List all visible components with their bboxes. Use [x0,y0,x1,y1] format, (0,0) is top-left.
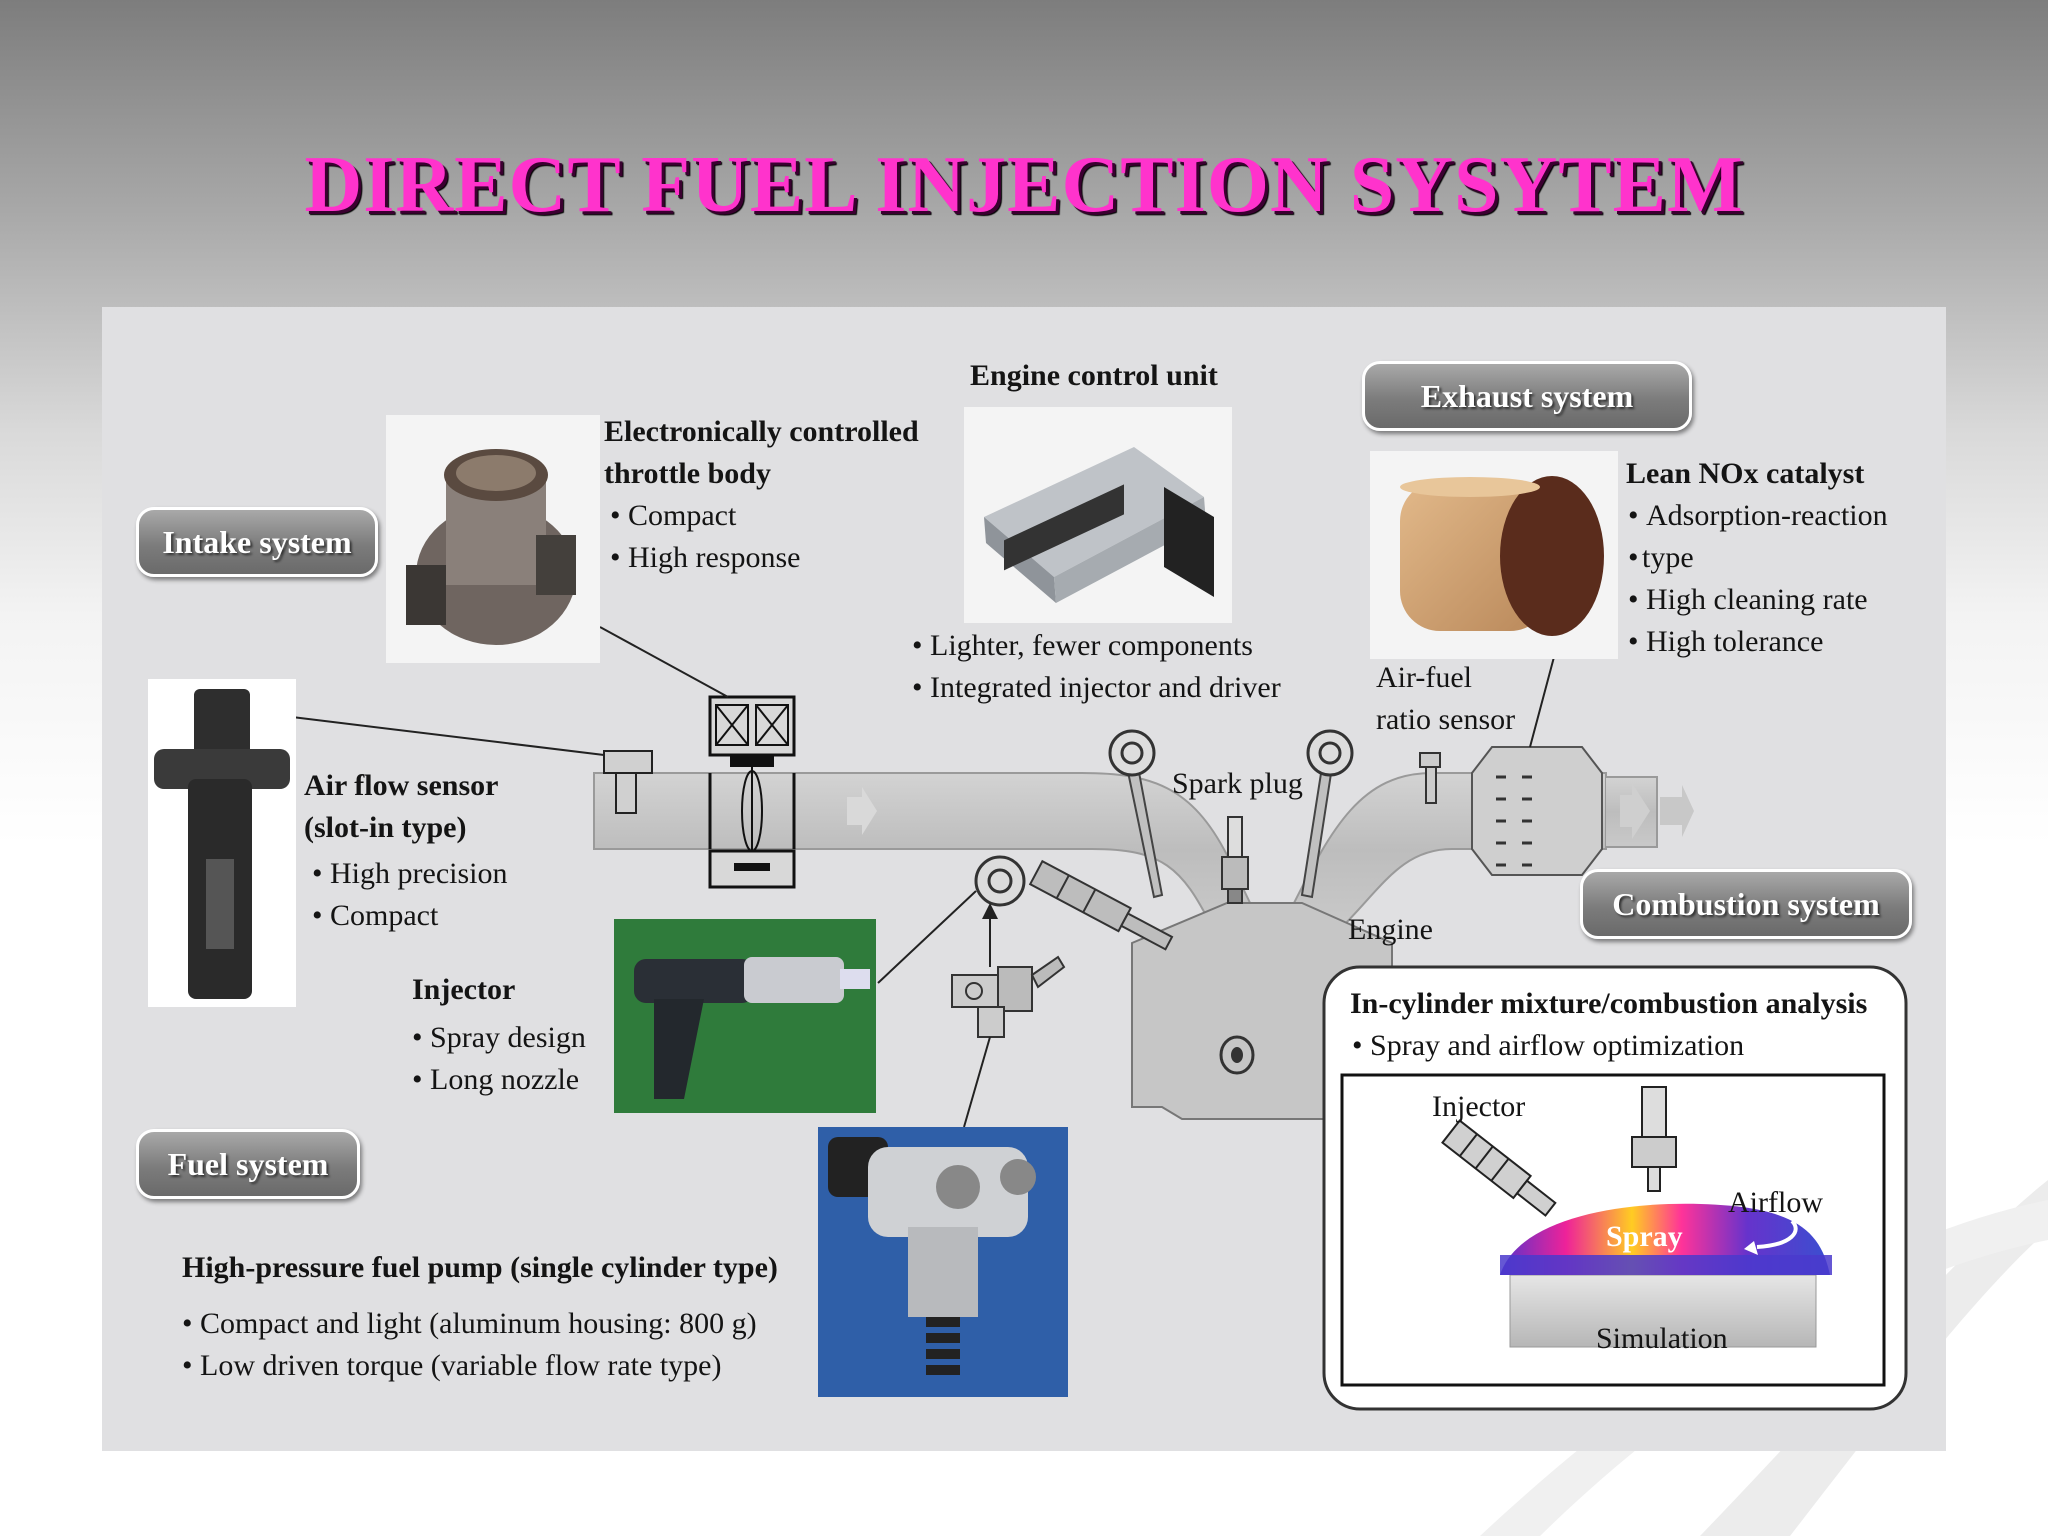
catalyst-schematic [1471,746,1603,876]
engine-control-unit-photo [964,407,1232,623]
air-flow-sensor-photo [148,679,296,1007]
combustion-system-label: Combustion system [1580,869,1912,939]
air-flow-sensor-bullets: High precision Compact [312,853,507,937]
catalyst-bullet: High cleaning rate [1628,579,1888,621]
air-flow-sensor-bullet: Compact [312,895,507,937]
ecu-title: Engine control unit [970,359,1218,392]
slide-title: DIRECT FUEL INJECTION SYSYTEM [304,141,1744,229]
fuel-pump-schematic [951,903,1066,1038]
catalyst-bullet: type [1628,537,1888,579]
air-fuel-label-line2: ratio sensor [1376,703,1516,736]
catalyst-bullet: High tolerance [1628,621,1888,663]
injector-schematic [1028,859,1174,951]
fuel-pump-bullet: Compact and light (aluminum housing: 800… [182,1303,757,1345]
intake-system-label: Intake system [136,507,378,577]
analysis-airflow-label: Airflow [1728,1186,1823,1219]
ecu-bullet: Lighter, fewer components [912,625,1281,667]
throttle-body-schematic [708,695,796,889]
engine-schematic [291,626,1908,1411]
fuel-pump-photo [818,1127,1068,1397]
injector-bullets: Spray design Long nozzle [412,1017,586,1101]
ecu-bullet: Integrated injector and driver [912,667,1281,709]
catalyst-title: Lean NOx catalyst [1626,457,1865,490]
analysis-simulation-label: Simulation [1596,1322,1728,1355]
catalyst-photo [1370,451,1618,659]
analysis-injector-label: Injector [1432,1090,1526,1123]
air-fuel-label-line1: Air-fuel [1376,661,1473,694]
mini-injector-icon [1441,1119,1557,1217]
analysis-bullet: Spray and airflow optimization [1352,1025,1744,1067]
spark-plug-schematic [1221,816,1249,904]
air-fuel-sensor [1419,752,1441,768]
throttle-title-line1: Electronically controlled [604,415,919,448]
throttle-bullet: Compact [610,495,801,537]
ecu-bullets: Lighter, fewer components Integrated inj… [912,625,1281,709]
throttle-body-photo [386,415,600,663]
spark-plug-label: Spark plug [1172,767,1303,800]
exhaust-system-label: Exhaust system [1362,361,1692,431]
fuel-pump-title: High-pressure fuel pump (single cylinder… [182,1251,778,1284]
fuel-system-label: Fuel system [136,1129,360,1199]
throttle-bullets: Compact High response [610,495,801,579]
intake-flow-arrow [847,787,877,835]
engine-label: Engine [1348,913,1433,946]
injector-title: Injector [412,973,516,1006]
injector-bullet: Long nozzle [412,1059,586,1101]
air-flow-sensor-title-line1: Air flow sensor [304,769,499,802]
catalyst-bullet: Adsorption-reaction [1628,495,1888,537]
analysis-bullets: Spray and airflow optimization [1352,1025,1744,1067]
throttle-bullet: High response [610,537,800,579]
fuel-pump-bullets: Compact and light (aluminum housing: 800… [182,1303,757,1387]
catalyst-bullets: Adsorption-reaction type High cleaning r… [1628,495,1888,663]
exhaust-flow-arrow [1620,783,1650,839]
air-flow-sensor-housing [603,750,653,774]
mini-spark-plug-icon [1631,1086,1677,1192]
throttle-title-line2: throttle body [604,457,771,490]
injector-bullet: Spray design [412,1017,586,1059]
outlet-flow-arrow [1660,785,1694,837]
catalyst-bullet-continuation: type [1642,541,1694,574]
fuel-pump-bullet: Low driven torque (variable flow rate ty… [182,1345,757,1387]
air-flow-sensor-bullet: High precision [312,853,507,895]
injector-photo [614,919,876,1113]
analysis-title: In-cylinder mixture/combustion analysis [1350,987,1868,1020]
analysis-spray-label: Spray [1606,1220,1683,1253]
air-flow-sensor-title-line2: (slot-in type) [304,811,467,844]
diagram-figure: Intake system Exhaust system Combustion … [102,307,1946,1451]
